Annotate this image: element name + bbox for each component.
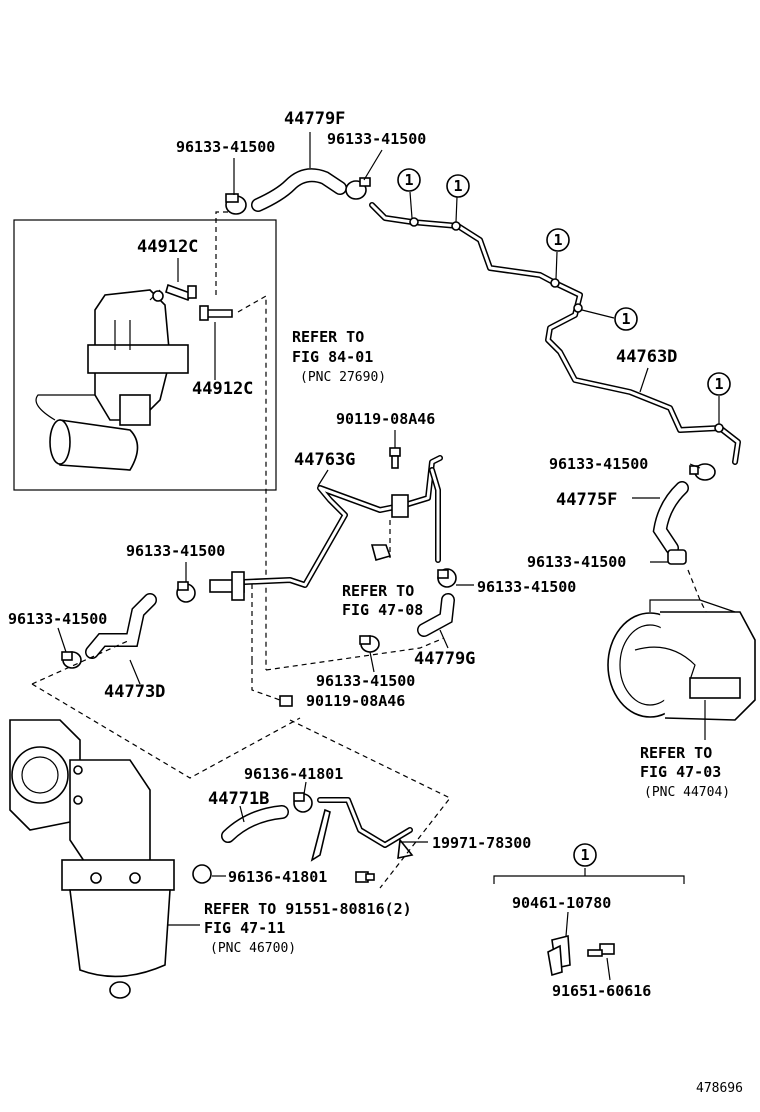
label-44779g: 44779G bbox=[414, 649, 475, 669]
label-refer-fig4711-pnc: (PNC 46700) bbox=[210, 941, 296, 956]
label-44779f: 44779F bbox=[284, 109, 345, 129]
clamp-96136-upper-icon bbox=[293, 792, 313, 813]
callout-1-a: 1 bbox=[397, 168, 421, 219]
label-refer-fig4703-1: REFER TO bbox=[640, 744, 712, 762]
label-19971-78300: 19971-78300 bbox=[432, 834, 531, 852]
label-44763g: 44763G bbox=[294, 450, 355, 470]
hose-44775f bbox=[652, 481, 689, 555]
label-44773d: 44773D bbox=[104, 682, 165, 702]
callout-1-c: 1 bbox=[546, 228, 570, 280]
svg-text:1: 1 bbox=[714, 375, 723, 393]
clamp-top-left-icon bbox=[225, 193, 247, 215]
label-refer-91551: REFER TO 91551-80816(2) bbox=[204, 900, 412, 918]
hose-44771b bbox=[221, 805, 289, 843]
label-clamp-right-lower: 96133-41500 bbox=[527, 553, 626, 571]
label-44912c-lower: 44912C bbox=[192, 379, 253, 399]
svg-text:1: 1 bbox=[453, 177, 462, 195]
clamp-far-left-icon bbox=[61, 651, 82, 669]
label-44771b: 44771B bbox=[208, 789, 269, 809]
svg-text:1: 1 bbox=[404, 171, 413, 189]
label-refer-fig84-pnc: (PNC 27690) bbox=[300, 370, 386, 385]
bolt-44912c-lower-icon bbox=[199, 305, 233, 321]
clamp-mid-right-icon bbox=[437, 568, 457, 588]
bracket-fig4708-icon bbox=[370, 544, 392, 561]
clamp-96136-lower-icon bbox=[192, 864, 212, 884]
label-clamp-far-left: 96133-41500 bbox=[8, 610, 107, 628]
clamp-mid-left-icon bbox=[176, 581, 196, 603]
pipe-44763g bbox=[241, 455, 443, 588]
clamp-right-lower-icon bbox=[667, 549, 687, 565]
bolt-90119-upper-icon bbox=[389, 447, 401, 469]
clamp-mid-lower-icon bbox=[359, 635, 380, 653]
label-clamp-top-left: 96133-41500 bbox=[176, 138, 275, 156]
svg-text:1: 1 bbox=[621, 310, 630, 328]
svg-text:1: 1 bbox=[580, 846, 589, 864]
bolt-91551-icon bbox=[355, 871, 375, 883]
kit-clamp-icon bbox=[547, 934, 571, 977]
label-clamp-right-upper: 96133-41500 bbox=[549, 455, 648, 473]
air-intake-body-drawing bbox=[607, 599, 756, 740]
hose-44779f bbox=[251, 168, 347, 212]
label-refer-fig84-2: FIG 84-01 bbox=[292, 348, 373, 366]
kit-bolt-icon bbox=[587, 943, 615, 957]
label-90119-lower: 90119-08A46 bbox=[306, 692, 405, 710]
vsv-valve-drawing bbox=[35, 289, 189, 471]
callout-1-e: 1 bbox=[707, 372, 731, 424]
label-clamp-mid-right: 96133-41500 bbox=[477, 578, 576, 596]
pipe-19971-78300 bbox=[310, 797, 414, 862]
callout-1-d: 1 bbox=[581, 307, 638, 331]
hose-44773d bbox=[85, 593, 157, 659]
pipe-44763d bbox=[369, 202, 741, 465]
label-44912c-upper: 44912C bbox=[137, 237, 198, 257]
label-kit-clamp: 90461-10780 bbox=[512, 894, 611, 912]
connector-mid-left-icon bbox=[209, 571, 245, 601]
label-refer-fig4708-2: FIG 47-08 bbox=[342, 601, 423, 619]
label-96136-upper: 96136-41801 bbox=[244, 765, 343, 783]
label-96136-lower: 96136-41801 bbox=[228, 868, 327, 886]
label-clamp-mid-left: 96133-41500 bbox=[126, 542, 225, 560]
label-refer-fig4703-2: FIG 47-03 bbox=[640, 763, 721, 781]
svg-text:1: 1 bbox=[553, 231, 562, 249]
bolt-44912c-upper-icon bbox=[165, 283, 197, 302]
kit-group: 1 bbox=[493, 843, 685, 981]
hose-44779g bbox=[417, 593, 455, 637]
clamp-top-right-icon bbox=[345, 177, 371, 200]
label-refer-fig84-1: REFER TO bbox=[292, 328, 364, 346]
label-clamp-top-right: 96133-41500 bbox=[327, 130, 426, 148]
label-44763d: 44763D bbox=[616, 347, 677, 367]
callout-1-b: 1 bbox=[446, 174, 470, 223]
label-refer-fig4703-pnc: (PNC 44704) bbox=[644, 785, 730, 800]
label-90119-upper: 90119-08A46 bbox=[336, 410, 435, 428]
label-44775f: 44775F bbox=[556, 490, 617, 510]
label-kit-bolt: 91651-60616 bbox=[552, 982, 651, 1000]
clamp-right-upper-icon bbox=[689, 463, 716, 481]
label-refer-fig4708-1: REFER TO bbox=[342, 582, 414, 600]
bolt-90119-lower-icon bbox=[279, 695, 293, 707]
diagram-id: 478696 bbox=[696, 1081, 743, 1096]
label-refer-fig4711: FIG 47-11 bbox=[204, 919, 285, 937]
label-clamp-mid-lower: 96133-41500 bbox=[316, 672, 415, 690]
throttle-body-drawing bbox=[9, 719, 175, 999]
vsv-inset-frame bbox=[13, 219, 277, 491]
